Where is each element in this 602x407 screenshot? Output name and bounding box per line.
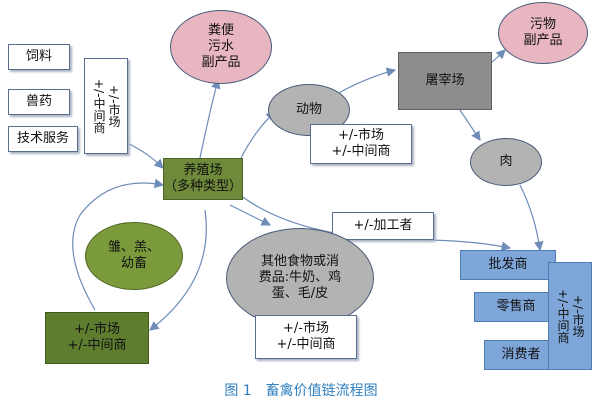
arrow-farm-to-young-trader — [149, 209, 207, 331]
arrow-animals-to-slaughter — [334, 67, 397, 96]
feed-box: 饲料 — [8, 44, 70, 70]
meat-ellipse: 肉 — [470, 138, 542, 186]
retailer-box: 零售商 — [474, 292, 558, 322]
slaughterhouse-box: 屠宰场 — [398, 52, 492, 110]
arrow-slaughter-to-meat — [459, 109, 481, 141]
other-products-ellipse: 其他食物或消 费品:牛奶、鸡 蛋、毛/皮 — [226, 228, 374, 328]
arrow-meat-to-wholesale — [519, 184, 544, 252]
young-trader-box: +/-市场 +/-中间商 — [45, 312, 149, 364]
inputs-trader-box: +/-市场 +/-中间商 — [84, 58, 128, 154]
retail-trader-box: +/-市场 +/-中间商 — [548, 262, 592, 370]
arrow-farm-to-manure — [199, 78, 221, 159]
consumer-box: 消费者 — [484, 340, 558, 370]
processor-box: +/-加工者 — [332, 212, 434, 240]
tech-service-box: 技术服务 — [8, 126, 78, 152]
arrow-farm-to-other — [229, 204, 272, 226]
figure-caption: 图 1 畜禽价值链流程图 — [224, 383, 378, 399]
slaughter-byproduct-ellipse: 污物 副产品 — [498, 2, 588, 64]
young-stock-ellipse: 雏、羔、 幼畜 — [85, 222, 183, 290]
wholesaler-box: 批发商 — [460, 250, 556, 280]
farm-box: 养殖场 （多种类型） — [163, 158, 243, 200]
vet-drugs-box: 兽药 — [8, 89, 70, 115]
manure-ellipse: 粪便 污水 副产品 — [170, 10, 272, 84]
animals-trader-box: +/-市场 +/-中间商 — [310, 124, 412, 164]
other-trader-box: +/-市场 +/-中间商 — [255, 315, 357, 359]
arrow-young-trader-to-farm — [72, 178, 165, 311]
